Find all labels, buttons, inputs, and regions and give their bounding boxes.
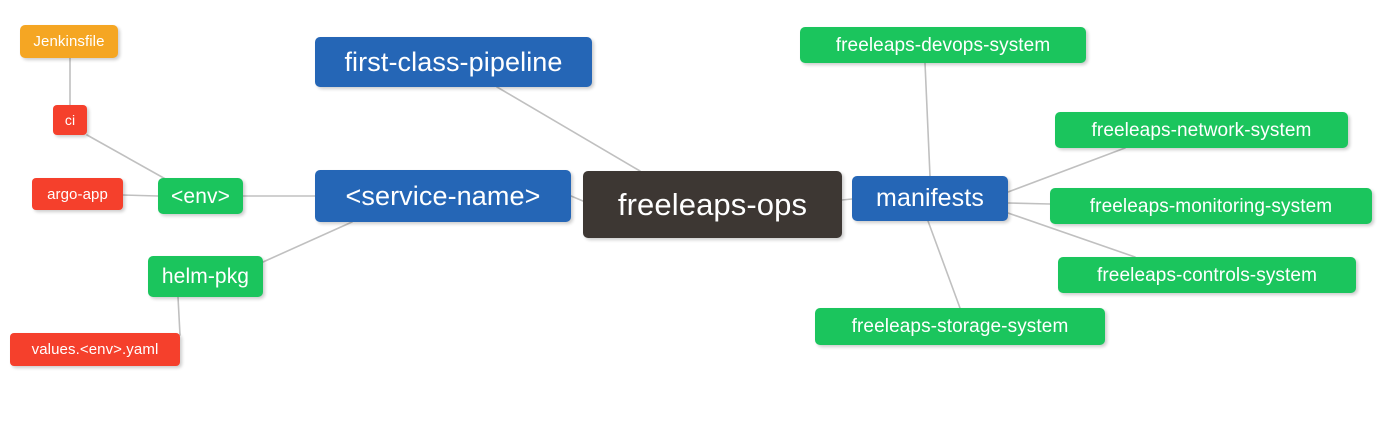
mindmap-node-freeleaps-ops[interactable]: freeleaps-ops	[583, 171, 842, 238]
mindmap-node-label: freeleaps-network-system	[1091, 119, 1312, 141]
mindmap-node-label: freeleaps-ops	[617, 187, 808, 222]
mindmap-node-label: manifests	[876, 184, 984, 212]
mindmap-node-ci[interactable]: ci	[53, 105, 87, 135]
mindmap-node-label: ci	[64, 112, 76, 128]
mindmap-node-label: <service-name>	[345, 180, 541, 211]
mindmap-node-jenkinsfile[interactable]: Jenkinsfile	[20, 25, 118, 58]
mindmap-node-label: helm-pkg	[161, 265, 250, 288]
mindmap-node-argo-app[interactable]: argo-app	[32, 178, 123, 210]
mindmap-node-label: freeleaps-storage-system	[851, 316, 1069, 337]
mindmap-node-freeleaps-network-system[interactable]: freeleaps-network-system	[1055, 112, 1348, 148]
mindmap-node-label: freeleaps-controls-system	[1096, 264, 1318, 286]
mindmap-node-helm-pkg[interactable]: helm-pkg	[148, 256, 263, 297]
mindmap-node-freeleaps-controls-system[interactable]: freeleaps-controls-system	[1058, 257, 1356, 293]
mindmap-node-freeleaps-monitoring-system[interactable]: freeleaps-monitoring-system	[1050, 188, 1372, 224]
mindmap-node-freeleaps-devops-system[interactable]: freeleaps-devops-system	[800, 27, 1086, 63]
mindmap-node-env[interactable]: <env>	[158, 178, 243, 214]
mindmap-node-label: argo-app	[47, 185, 108, 203]
mindmap-node-label: values.<env>.yaml	[31, 341, 159, 358]
mindmap-node-label: first-class-pipeline	[344, 46, 563, 77]
mindmap-node-label: Jenkinsfile	[33, 33, 105, 50]
mindmap-node-values-env-yaml[interactable]: values.<env>.yaml	[10, 333, 180, 366]
mindmap-node-label: <env>	[171, 184, 230, 208]
mindmap-node-label: freeleaps-monitoring-system	[1089, 195, 1333, 217]
mindmap-node-label: freeleaps-devops-system	[835, 34, 1051, 56]
mindmap-node-service-name[interactable]: <service-name>	[315, 170, 571, 222]
mindmap-node-manifests[interactable]: manifests	[852, 176, 1008, 221]
mindmap-node-freeleaps-storage-system[interactable]: freeleaps-storage-system	[815, 308, 1105, 345]
mindmap-node-first-class-pipeline[interactable]: first-class-pipeline	[315, 37, 592, 87]
